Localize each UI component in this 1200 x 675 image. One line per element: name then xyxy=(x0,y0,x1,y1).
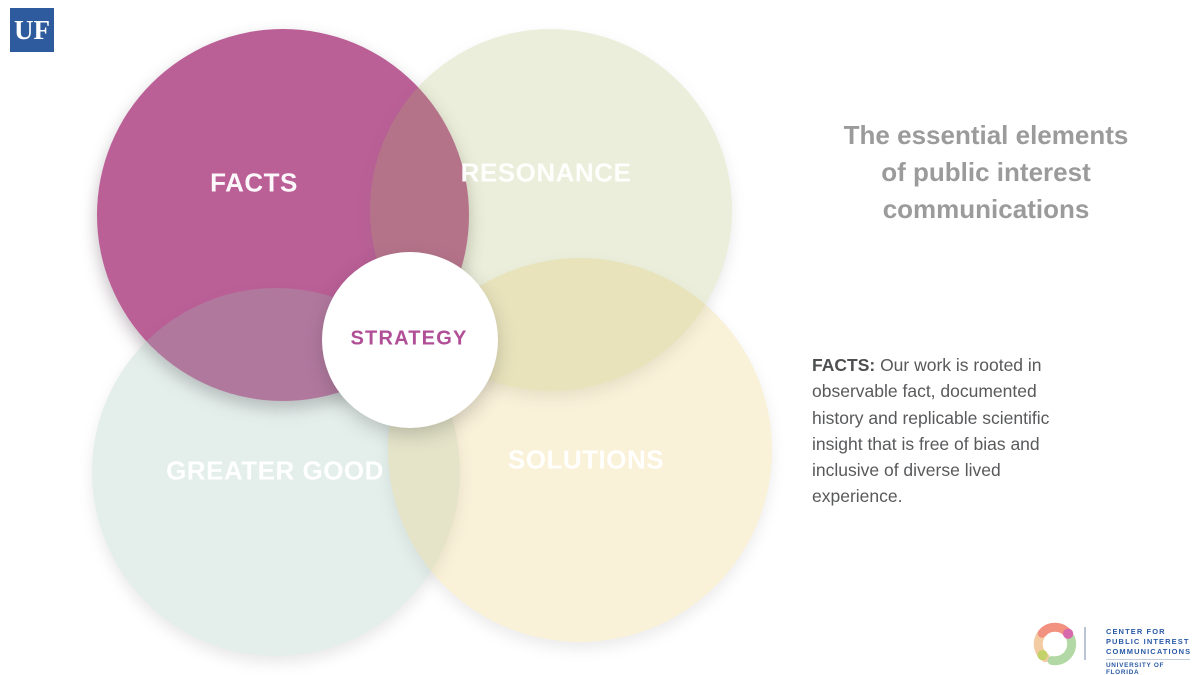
uf-logo: UF xyxy=(10,8,54,52)
venn-circle-strategy xyxy=(322,252,498,428)
ring-dot-pink xyxy=(1063,628,1074,639)
facts-description-body: Our work is rooted in observable fact, d… xyxy=(812,355,1050,507)
slide-title: The essential elements of public interes… xyxy=(843,120,1129,224)
cpic-name: CENTER FOR PUBLIC INTEREST COMMUNICATION… xyxy=(1105,627,1192,656)
uf-logo-text: UF xyxy=(14,14,50,45)
venn-label-resonance: RESONANCE xyxy=(460,157,632,188)
venn-label-strategy: STRATEGY xyxy=(350,327,468,350)
cpic-text: CENTER FOR PUBLIC INTEREST COMMUNICATION… xyxy=(1105,621,1200,675)
cpic-logo: CENTER FOR PUBLIC INTEREST COMMUNICATION… xyxy=(1032,621,1200,675)
venn-label-greater-good: GREATER GOOD xyxy=(166,455,384,486)
cpic-divider xyxy=(1084,627,1086,660)
venn-label-facts: FACTS xyxy=(210,167,298,198)
facts-description-lead: FACTS: xyxy=(812,355,876,375)
cpic-rule xyxy=(1105,659,1190,660)
facts-description: FACTS: Our work is rooted in observable … xyxy=(812,352,1122,510)
cpic-university: UNIVERSITY OF FLORIDA xyxy=(1105,662,1165,675)
ring-dot-yellow xyxy=(1037,650,1048,661)
ring-arc-green xyxy=(1047,633,1077,666)
venn-label-solutions: SOLUTIONS xyxy=(507,444,665,475)
cpic-ring-icon xyxy=(1033,622,1077,666)
